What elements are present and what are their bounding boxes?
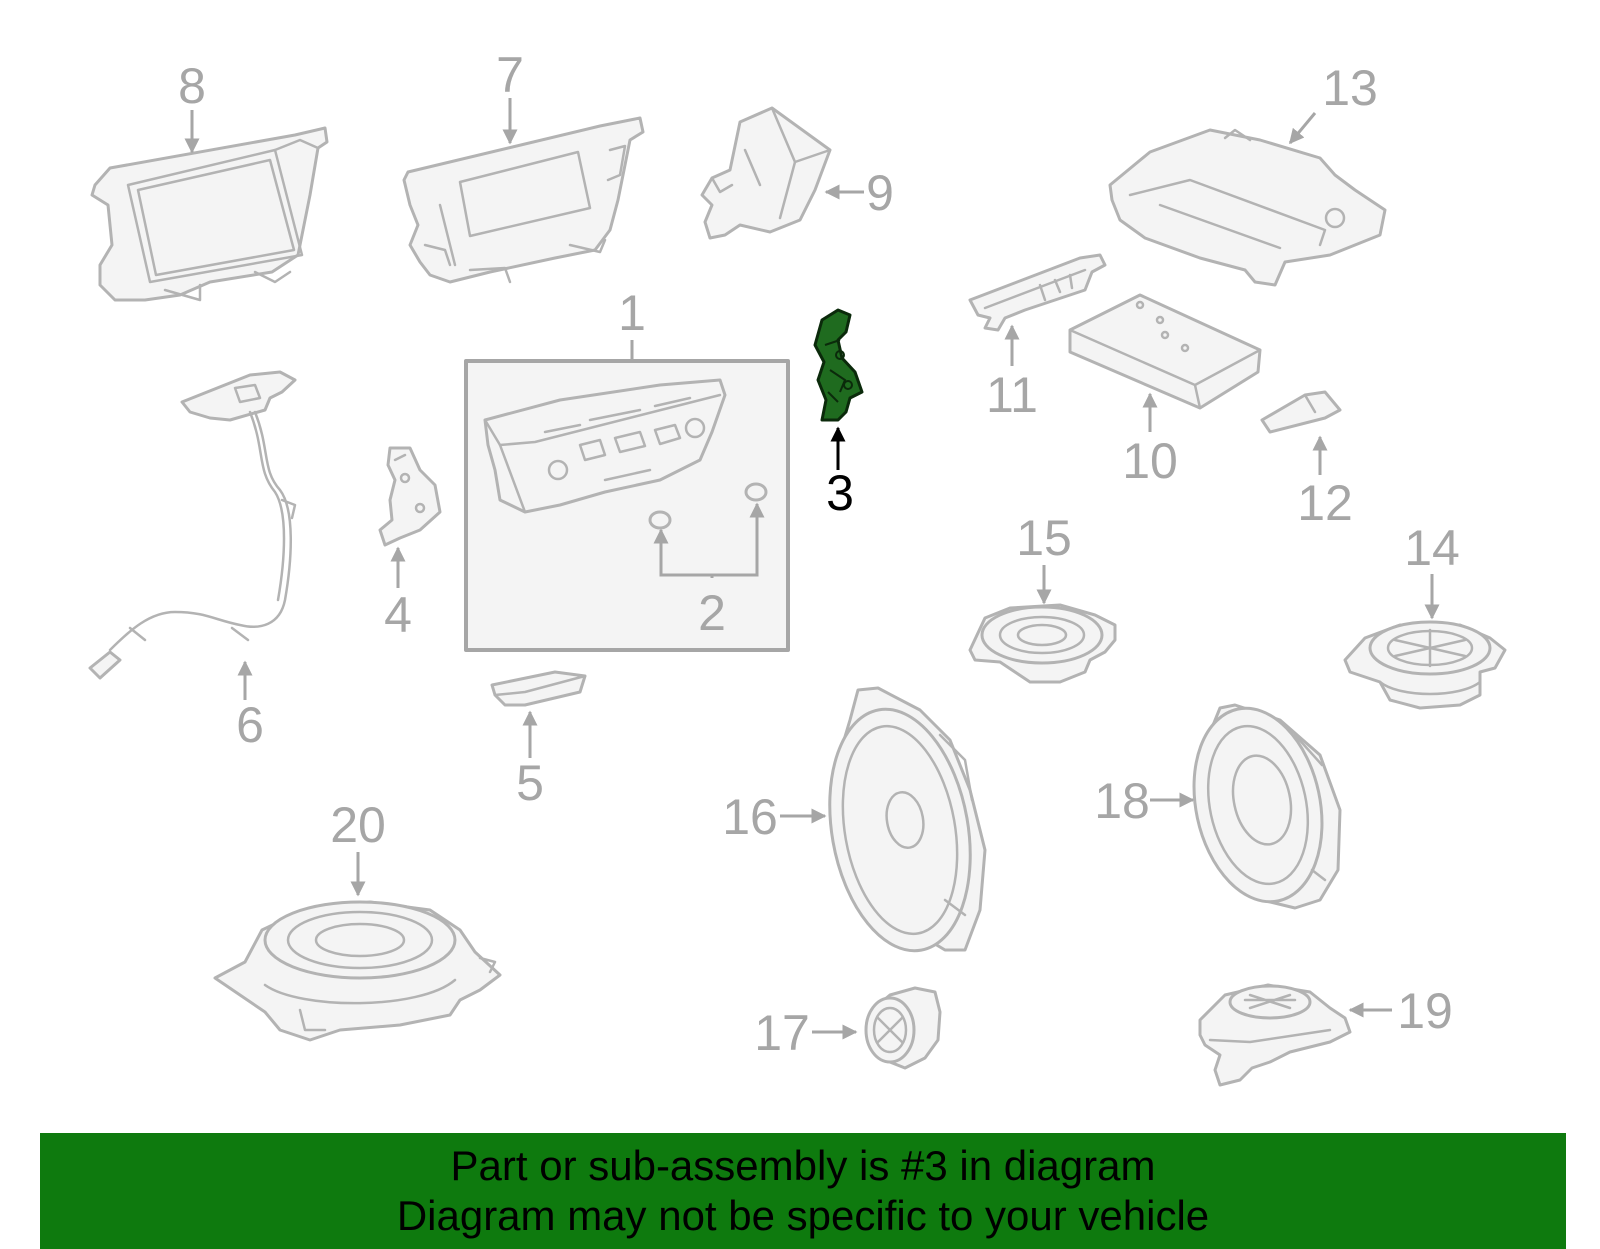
- part-19-tweeter-assembly[interactable]: [1198, 983, 1352, 1087]
- callout-2[interactable]: 2: [698, 585, 726, 641]
- part-20-subwoofer[interactable]: [213, 900, 502, 1042]
- callout-9[interactable]: 9: [866, 165, 894, 221]
- part-6-cable[interactable]: [88, 370, 297, 680]
- callout-12[interactable]: 12: [1297, 475, 1353, 531]
- callout-7[interactable]: 7: [496, 47, 524, 103]
- part-11-bracket[interactable]: [968, 253, 1107, 332]
- part-7-display-unit[interactable]: [402, 116, 645, 284]
- banner-line-1: Part or sub-assembly is #3 in diagram: [450, 1142, 1156, 1189]
- part-15-speaker[interactable]: [968, 603, 1117, 684]
- callout-5[interactable]: 5: [516, 755, 544, 811]
- callout-1[interactable]: 1: [618, 285, 646, 341]
- part-16-speaker[interactable]: [812, 686, 988, 962]
- banner-line-2: Diagram may not be specific to your vehi…: [396, 1192, 1210, 1239]
- part-14-speaker[interactable]: [1343, 620, 1507, 710]
- part-18-speaker[interactable]: [1177, 696, 1342, 913]
- leader-2b: [712, 502, 765, 577]
- callout-6[interactable]: 6: [236, 697, 264, 753]
- part-5-plate[interactable]: [490, 670, 587, 707]
- callout-15[interactable]: 15: [1016, 510, 1072, 566]
- callout-14[interactable]: 14: [1404, 520, 1460, 576]
- callout-11[interactable]: 11: [986, 367, 1038, 423]
- callout-8[interactable]: 8: [178, 58, 206, 114]
- info-banner: Part or sub-assembly is #3 in diagram Di…: [40, 1133, 1566, 1249]
- callout-4[interactable]: 4: [384, 587, 412, 643]
- leader-lines: [184, 98, 1440, 1040]
- callout-13[interactable]: 13: [1322, 60, 1378, 116]
- part-13-amplifier[interactable]: [1108, 128, 1387, 287]
- part-10-box[interactable]: [1068, 293, 1262, 410]
- part-8-display[interactable]: [90, 126, 329, 302]
- callout-10[interactable]: 10: [1122, 433, 1178, 489]
- callout-3[interactable]: 3: [826, 465, 854, 521]
- leader-13: [1288, 112, 1317, 145]
- callout-16[interactable]: 16: [722, 789, 778, 845]
- callout-17[interactable]: 17: [754, 1005, 810, 1061]
- part-17-tweeter[interactable]: [864, 986, 942, 1070]
- part-9-module[interactable]: [700, 106, 832, 240]
- callout-20[interactable]: 20: [330, 797, 386, 853]
- callout-18[interactable]: 18: [1094, 773, 1150, 829]
- part-12-small-bracket[interactable]: [1260, 390, 1342, 434]
- part-4-bracket[interactable]: [378, 446, 442, 547]
- part-3-bracket-highlighted[interactable]: [813, 308, 864, 422]
- callout-labels: 8 7 9 13 1 11 10 3 12 15 14 4 2 6 5 16 1…: [178, 47, 1460, 1061]
- part-1-assembly-box[interactable]: [464, 359, 790, 652]
- callout-19[interactable]: 19: [1397, 983, 1453, 1039]
